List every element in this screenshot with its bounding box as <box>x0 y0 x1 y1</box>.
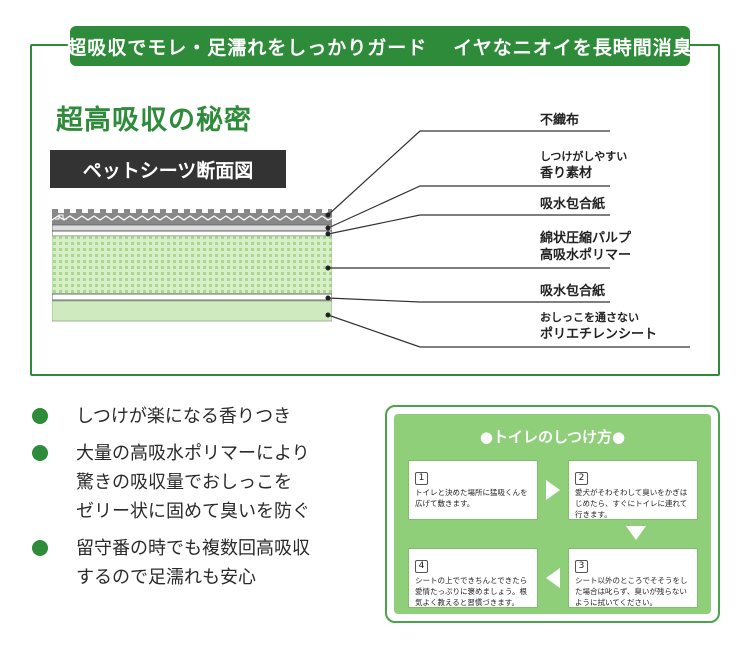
step-text: 愛犬がそわそわして臭いをかぎはじめたら、すぐにトイレに連れて行きます。 <box>575 488 688 519</box>
training-step-4: 4 シートの上でできちんとできたら愛情たっぷりに褒めましょう。根気よく教えると習… <box>408 548 538 608</box>
toilet-training-panel: ●トイレのしつけ方● 1 トイレと決めた場所に猛吸くんを広げて敷きます。 2 愛… <box>385 405 720 623</box>
step-number: 3 <box>575 560 588 573</box>
feature-item: 留守番の時でも複数回高吸収 するので足濡れも安心 <box>30 534 380 592</box>
arrow-down-icon <box>626 526 646 540</box>
section-title: 超高吸収の秘密 <box>56 105 252 136</box>
training-step-3: 3 シート以外のところでそそうをした場合は叱らず、臭いが残らないように拭いてくだ… <box>568 548 698 608</box>
section-subtitle: ペットシーツ断面図 <box>50 150 286 188</box>
feature-text: 留守番の時でも複数回高吸収 するので足濡れも安心 <box>76 538 310 588</box>
step-text: シート以外のところでそそうをした場合は叱らず、臭いが残らないように拭いてください… <box>575 576 688 607</box>
bullet-dot-icon <box>32 445 48 461</box>
feature-item: しつけが楽になる香りつき <box>30 402 380 431</box>
banner-left-text: 超吸収でモレ・足濡れをしっかりガード <box>67 36 428 59</box>
step-text: トイレと決めた場所に猛吸くんを広げて敷きます。 <box>415 488 528 508</box>
layer-paper-bottom <box>51 293 333 301</box>
cross-section-svg <box>51 209 333 322</box>
label-poly-line2: ポリエチレンシート <box>540 327 658 342</box>
training-step-1: 1 トイレと決めた場所に猛吸くんを広げて敷きます。 <box>408 460 538 520</box>
banner-right-text: イヤなニオイを長時間消臭 <box>453 36 693 59</box>
layer-polyethylene <box>51 300 333 322</box>
feature-text: しつけが楽になる香りつき <box>76 406 292 427</box>
label-paper-bottom-line1: 吸水包合紙 <box>540 284 606 299</box>
label-polyethylene: おしっこを通さない ポリエチレンシート <box>540 309 657 343</box>
label-nonwoven: 不織布 <box>540 112 579 129</box>
arrow-right-icon <box>546 480 560 500</box>
step-text: シートの上でできちんとできたら愛情たっぷりに褒めましょう。根気よく教えると習慣づ… <box>415 576 528 607</box>
step-number: 2 <box>575 472 588 485</box>
layer-nonwoven <box>51 209 333 225</box>
layer-scent <box>51 224 333 232</box>
bullet-dot-icon <box>32 540 48 556</box>
step-number: 4 <box>415 560 428 573</box>
training-step-2: 2 愛犬がそわそわして臭いをかぎはじめたら、すぐにトイレに連れて行きます。 <box>568 460 698 520</box>
layer-pulp-polymer <box>51 235 333 295</box>
toilet-training-inner: ●トイレのしつけ方● 1 トイレと決めた場所に猛吸くんを広げて敷きます。 2 愛… <box>394 414 711 614</box>
arrow-left-icon <box>546 568 560 588</box>
label-pulp-line2: 高吸水ポリマー <box>540 248 632 263</box>
label-poly-line1: おしっこを通さない <box>540 311 639 324</box>
header-banner: 超吸収でモレ・足濡れをしっかりガード イヤなニオイを長時間消臭 <box>67 26 693 66</box>
layer-paper-top <box>51 230 333 237</box>
label-scent-line1: しつけがしやすい <box>540 150 628 163</box>
label-scent-line2: 香り素材 <box>540 166 593 181</box>
feature-text: 大量の高吸水ポリマーにより 驚きの吸収量でおしっこを ゼリー状に固めて臭いを防ぐ <box>76 443 310 522</box>
label-paper-top: 吸水包合紙 <box>540 196 605 213</box>
training-title: ●トイレのしつけ方● <box>479 428 626 446</box>
label-paper-top-line1: 吸水包合紙 <box>540 197 606 212</box>
feature-item: 大量の高吸水ポリマーにより 驚きの吸収量でおしっこを ゼリー状に固めて臭いを防ぐ <box>30 439 380 526</box>
label-pulp-polymer: 綿状圧縮パルプ 高吸水ポリマー <box>540 230 631 264</box>
label-pulp-line1: 綿状圧縮パルプ <box>540 231 632 246</box>
sheet-cross-section-diagram <box>51 205 333 325</box>
step-number: 1 <box>415 472 428 485</box>
label-paper-bottom: 吸水包合紙 <box>540 283 605 300</box>
label-nonwoven-line1: 不織布 <box>540 113 580 128</box>
bullet-dot-icon <box>32 408 48 424</box>
label-scent: しつけがしやすい 香り素材 <box>540 148 627 182</box>
feature-list: しつけが楽になる香りつき 大量の高吸水ポリマーにより 驚きの吸収量でおしっこを … <box>30 402 380 600</box>
